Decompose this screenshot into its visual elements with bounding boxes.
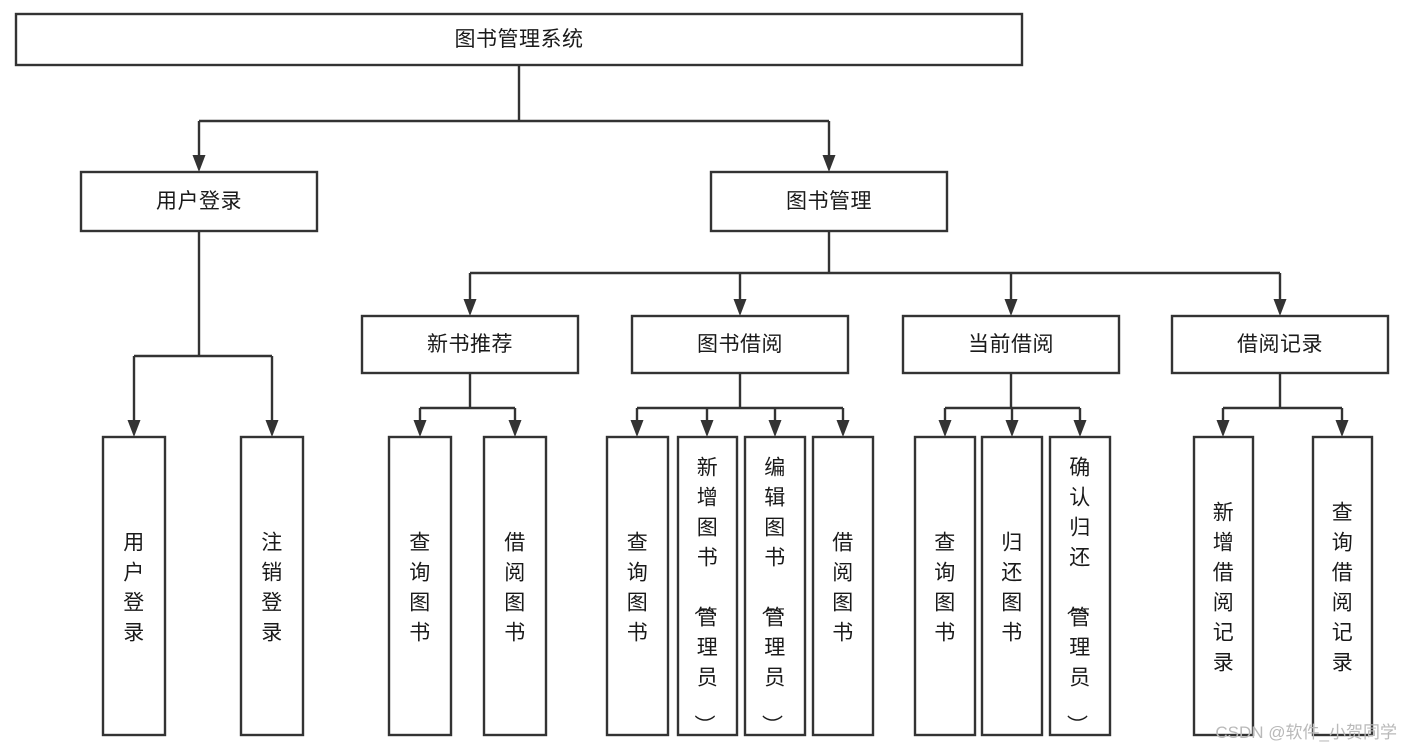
node-label: 用户登录 (123, 531, 145, 644)
node-book-borrow[interactable]: 图书借阅 (630, 314, 850, 375)
arrow-head-icon (938, 420, 952, 437)
node-user-login[interactable]: 用户登录 (79, 170, 319, 233)
node-label: 编辑图书（管理员） (759, 456, 786, 736)
connector-borrow-record-to-leaves (1216, 373, 1349, 437)
node-leaf-confirm-return[interactable]: 确认归还（管理员） (1048, 435, 1112, 737)
node-leaf-query-record[interactable]: 查询借阅记录 (1311, 435, 1374, 737)
arrow-head-icon (700, 420, 714, 437)
connector-layer (127, 65, 1349, 437)
node-label: 注销登录 (261, 531, 283, 644)
node-leaf-user-login[interactable]: 用户登录 (101, 435, 167, 737)
arrow-head-icon (768, 420, 782, 437)
node-leaf-return-book[interactable]: 归还图书 (980, 435, 1044, 737)
connector-root-to-level2 (192, 65, 836, 172)
node-label: 查询图书 (934, 531, 956, 644)
node-label: 查询图书 (627, 531, 649, 644)
node-label: 图书借阅 (697, 333, 783, 356)
node-borrow-record[interactable]: 借阅记录 (1170, 314, 1390, 375)
arrow-head-icon (822, 155, 836, 172)
node-label: 查询借阅记录 (1332, 501, 1354, 674)
node-label: 新书推荐 (427, 333, 513, 356)
node-leaf-query-book-1[interactable]: 查询图书 (387, 435, 453, 737)
node-leaf-query-book-2[interactable]: 查询图书 (605, 435, 670, 737)
node-label: 查询图书 (409, 531, 431, 644)
arrow-head-icon (1335, 420, 1349, 437)
node-leaf-borrow-book-1[interactable]: 借阅图书 (482, 435, 548, 737)
arrow-head-icon (127, 420, 141, 437)
arrow-head-icon (265, 420, 279, 437)
arrow-head-icon (463, 299, 477, 316)
node-leaf-add-record[interactable]: 新增借阅记录 (1192, 435, 1255, 737)
arrow-head-icon (413, 420, 427, 437)
connector-new-book-rec-to-leaves (413, 373, 522, 437)
arrow-head-icon (733, 299, 747, 316)
node-leaf-add-book[interactable]: 新增图书（管理员） (676, 435, 739, 737)
node-leaf-borrow-book-2[interactable]: 借阅图书 (811, 435, 875, 737)
node-label: 图书管理 (786, 190, 872, 213)
node-leaf-query-book-3[interactable]: 查询图书 (913, 435, 977, 737)
arrow-head-icon (836, 420, 850, 437)
connector-book-manage-to-level3 (463, 231, 1287, 316)
node-label: 新增图书（管理员） (692, 456, 719, 736)
arrow-head-icon (192, 155, 206, 172)
arrow-head-icon (1216, 420, 1230, 437)
connector-user-login-to-leaves (127, 231, 279, 437)
node-layer: 图书管理系统用户登录图书管理新书推荐图书借阅当前借阅借阅记录用户登录注销登录查询… (14, 12, 1390, 737)
connector-current-borrow-to-leaves (938, 373, 1087, 437)
arrow-head-icon (508, 420, 522, 437)
arrow-head-icon (630, 420, 644, 437)
node-label: 借阅图书 (832, 531, 854, 644)
arrow-head-icon (1005, 420, 1019, 437)
arrow-head-icon (1004, 299, 1018, 316)
node-label: 当前借阅 (968, 333, 1054, 356)
node-label: 确认归还（管理员） (1064, 456, 1091, 736)
node-label: 借阅记录 (1237, 333, 1323, 356)
node-label: 新增借阅记录 (1213, 501, 1235, 674)
node-label: 用户登录 (156, 190, 242, 213)
node-leaf-logout[interactable]: 注销登录 (239, 435, 305, 737)
arrow-head-icon (1273, 299, 1287, 316)
node-label: 归还图书 (1001, 531, 1023, 644)
node-label: 图书管理系统 (455, 28, 584, 51)
node-new-book-rec[interactable]: 新书推荐 (360, 314, 580, 375)
node-leaf-edit-book[interactable]: 编辑图书（管理员） (743, 435, 807, 737)
node-book-manage[interactable]: 图书管理 (709, 170, 949, 233)
connector-book-borrow-to-leaves (630, 373, 850, 437)
arrow-head-icon (1073, 420, 1087, 437)
node-label: 借阅图书 (504, 531, 526, 644)
node-root[interactable]: 图书管理系统 (14, 12, 1024, 67)
node-current-borrow[interactable]: 当前借阅 (901, 314, 1121, 375)
